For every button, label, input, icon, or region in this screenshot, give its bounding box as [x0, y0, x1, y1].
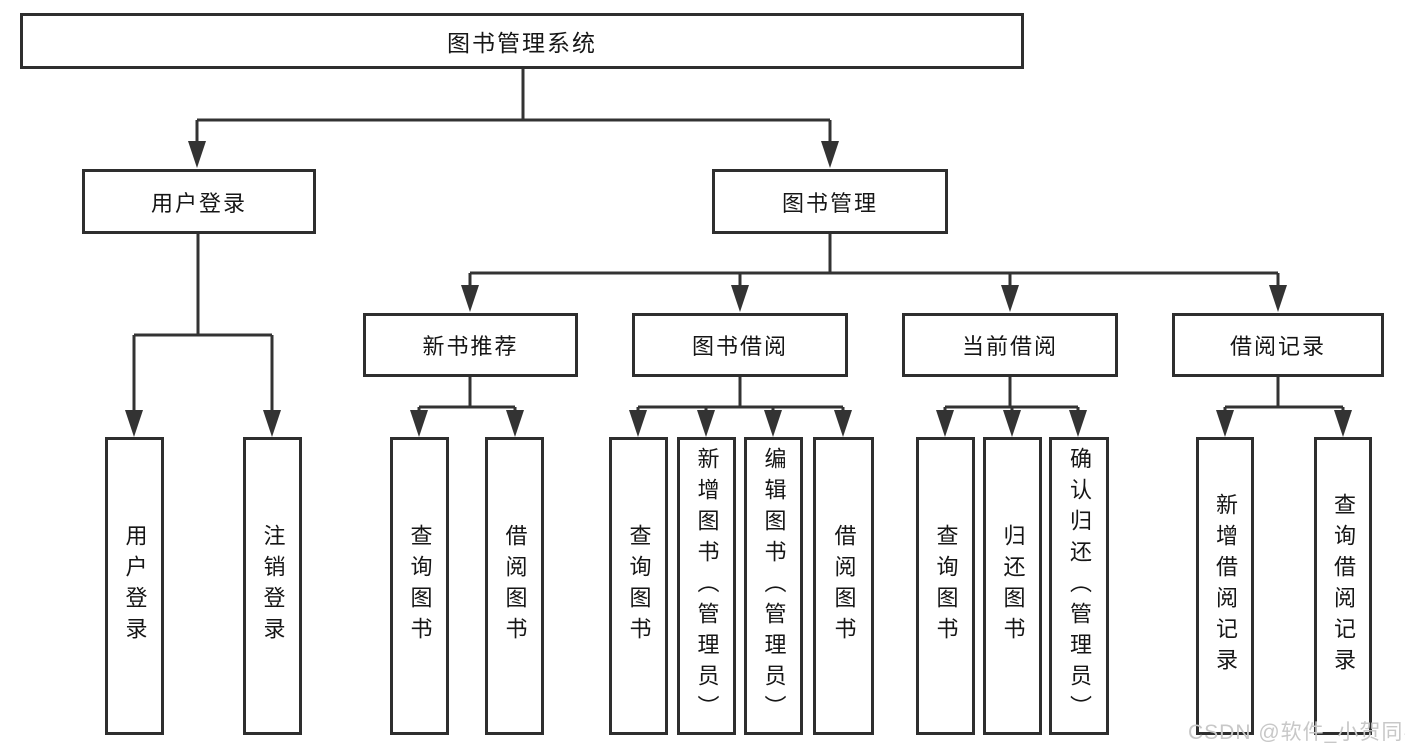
leaf-query-books-borrowing: 查询图书 — [609, 437, 668, 735]
leaf-user-login: 用户登录 — [105, 437, 164, 735]
leaf-edit-book-admin: 编辑图书（管理员） — [744, 437, 803, 735]
leaf-return-books: 归还图书 — [983, 437, 1042, 735]
leaf-borrow-books-borrowing: 借阅图书 — [813, 437, 874, 735]
node-book-management: 图书管理 — [712, 169, 948, 234]
node-book-borrowing: 图书借阅 — [632, 313, 848, 377]
leaf-add-borrow-record: 新增借阅记录 — [1196, 437, 1254, 735]
csdn-watermark: CSDN @软件_小贺同学 — [1188, 721, 1405, 744]
leaf-query-books-recommend: 查询图书 — [390, 437, 449, 735]
leaf-logout: 注销登录 — [243, 437, 302, 735]
leaf-confirm-return-admin: 确认归还（管理员） — [1049, 437, 1109, 735]
node-user-login: 用户登录 — [82, 169, 316, 234]
leaf-query-borrow-record: 查询借阅记录 — [1314, 437, 1372, 735]
leaf-borrow-books-recommend: 借阅图书 — [485, 437, 544, 735]
leaf-query-books-current: 查询图书 — [916, 437, 975, 735]
node-new-book-recommendation: 新书推荐 — [363, 313, 578, 377]
node-library-management-system: 图书管理系统 — [20, 13, 1024, 69]
leaf-add-book-admin: 新增图书（管理员） — [677, 437, 736, 735]
arrowheads — [125, 141, 1352, 437]
node-borrowing-records: 借阅记录 — [1172, 313, 1384, 377]
node-current-borrowing: 当前借阅 — [902, 313, 1118, 377]
